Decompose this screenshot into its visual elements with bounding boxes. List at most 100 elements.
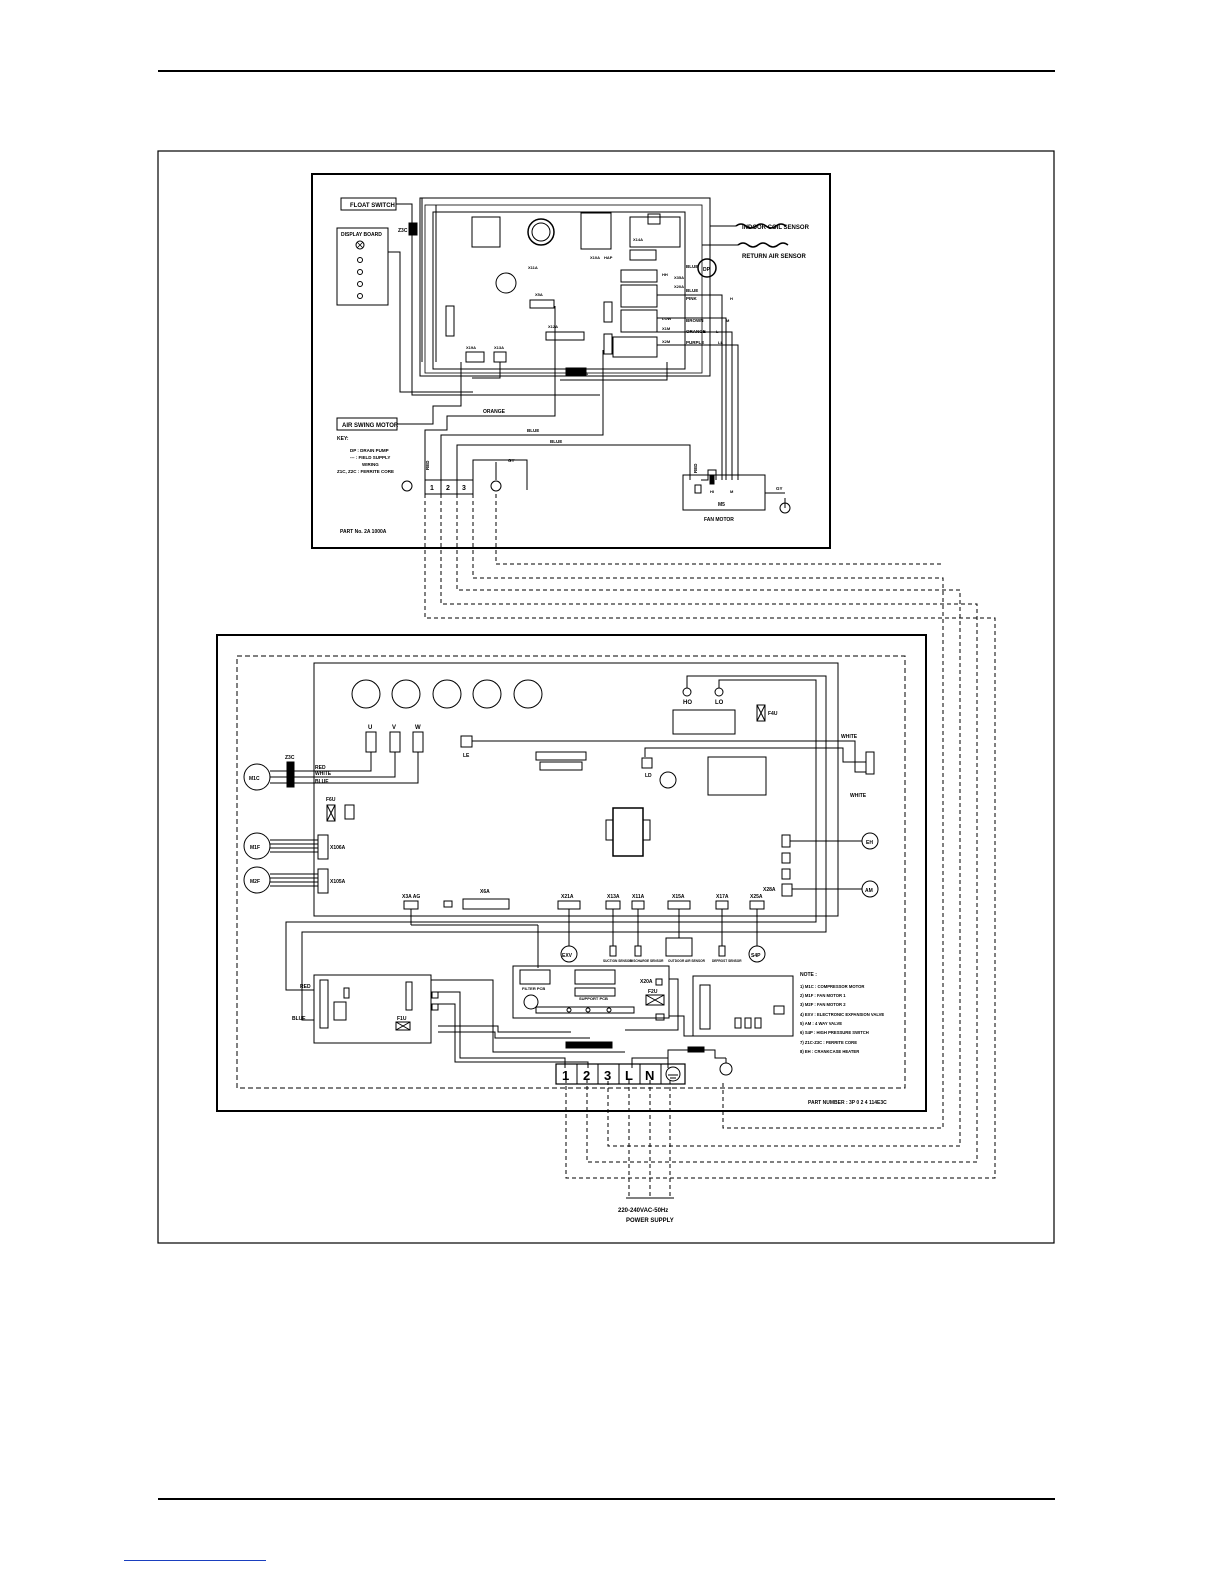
- outdoor-terminal-n: N: [645, 1068, 654, 1083]
- diagram-frame: [157, 150, 1055, 1244]
- wire-label-red-2: RED: [693, 463, 698, 473]
- header-rule: [158, 70, 1055, 72]
- conn-x15a: X15A: [672, 894, 685, 900]
- wire-label-gy-2: GY: [776, 486, 783, 491]
- note-5: 5) AM : 4 WAY VALVE: [800, 1021, 842, 1026]
- support-pcb: [512, 965, 670, 1019]
- wire-label-orange-2: ORANGE: [483, 409, 506, 415]
- label-v: V: [392, 725, 396, 731]
- pcb-label-x13a: X13A: [494, 345, 504, 350]
- outdoor-terminal-l: L: [625, 1068, 633, 1083]
- sub-label-outdoor-air: OUTDOOR AIR SENSOR: [668, 959, 706, 963]
- key-line-3: WIRING: [362, 462, 379, 467]
- sub-label-discharge: DISCHARGE SENSOR: [630, 959, 664, 963]
- note-4: 4) EXV : ELECTRONIC EXPANSION VALVE: [800, 1012, 884, 1017]
- speed-label-m-2: M: [730, 489, 734, 494]
- label-f2u: F2U: [648, 989, 658, 995]
- speed-label-ll: LL: [718, 340, 723, 345]
- pcb-label-x19a: X19A: [466, 345, 476, 350]
- speed-label-m: M: [726, 318, 730, 323]
- conn-x21a: X21A: [561, 894, 574, 900]
- pcb-label-x12a: X12A: [548, 324, 558, 329]
- label-eh: EH: [866, 840, 873, 846]
- speed-label-h: H: [730, 296, 733, 301]
- indoor-unit: [311, 173, 831, 549]
- indoor-terminal-1: 1: [430, 485, 434, 492]
- power-blue-label: BLUE: [292, 1016, 306, 1022]
- return-air-sensor: [737, 242, 789, 248]
- wire-white-2-label: WHITE: [841, 734, 858, 740]
- label-f1u: F1U: [397, 1016, 407, 1022]
- pcb-label-hap: HAP: [604, 255, 613, 260]
- label-le: LE: [463, 753, 470, 759]
- wire-red-label: RED: [315, 765, 326, 771]
- wire-label-pink: PINK: [686, 296, 698, 301]
- float-switch-label: FLOAT SWITCH: [350, 203, 395, 209]
- high-pressure-switch: [748, 945, 766, 963]
- outdoor-main-pcb: [313, 662, 839, 917]
- note-6: 6) S4P : HIGH PRESSURE SWITCH: [800, 1030, 869, 1035]
- indoor-coil-sensor: [735, 223, 787, 229]
- x20a-label: X20A: [640, 979, 653, 985]
- display-board-box: [336, 227, 389, 306]
- speed-label-hh: HH: [662, 272, 668, 277]
- wire-label-gy-1: GY: [508, 458, 515, 463]
- label-m2f: M2F: [250, 879, 260, 885]
- conn-x11a: X11A: [632, 894, 645, 900]
- indoor-part-number: PART No. 2A 1000A: [340, 529, 387, 535]
- footer-link-underline[interactable]: [124, 1560, 266, 1561]
- outdoor-terminal-block: [555, 1063, 686, 1085]
- key-title: KEY:: [337, 436, 349, 442]
- filter-pcb-label: FILTER PCB: [522, 986, 545, 991]
- key-line-2: --- : FIELD SUPPLY: [350, 455, 390, 460]
- conn-x13a: X13A: [607, 894, 620, 900]
- pcb-label-x10a: X10A: [590, 255, 600, 260]
- wire-label-purple: PURPLE: [686, 340, 704, 345]
- note-1: 1) M1C : COMPRESSOR MOTOR: [800, 984, 864, 989]
- label-u: U: [368, 725, 372, 731]
- label-f6u: F6U: [326, 797, 336, 803]
- wire-label-blue-2: BLUE: [686, 288, 698, 293]
- label-x106a: X106A: [330, 845, 346, 851]
- exv-coil: [560, 945, 578, 963]
- wire-label-red: RED: [425, 460, 430, 470]
- pcb-label-x2m: X2M: [662, 339, 671, 344]
- drain-pump: [697, 258, 717, 278]
- label-m1f: M1F: [250, 845, 260, 851]
- conn-x25a: X25A: [750, 894, 763, 900]
- pcb-label-x20a: X20A: [674, 284, 684, 289]
- notes-title: NOTE :: [800, 972, 817, 978]
- speed-label-low: LOW: [662, 316, 672, 321]
- label-lo: LO: [715, 700, 724, 706]
- indoor-labels: FLOAT SWITCH DISPLAY BOARD INDOOR COIL S…: [337, 203, 810, 535]
- indoor-terminal-3: 3: [462, 485, 466, 492]
- label-ld: LD: [645, 773, 652, 779]
- air-swing-motor-label: AIR SWING MOTOR: [342, 423, 399, 429]
- pcb-label-x11a: X11A: [528, 265, 538, 270]
- note-8: 8) EH : CRANKCASE HEATER: [800, 1049, 859, 1054]
- fan-motor-1: [243, 832, 271, 860]
- label-s4p: S4P: [751, 953, 761, 959]
- label-w: W: [415, 725, 421, 731]
- speed-label-l: L: [716, 329, 719, 334]
- label-x105a: X105A: [330, 879, 346, 885]
- field-wiring: [424, 494, 996, 1199]
- wire-label-blue-3: BLUE: [527, 428, 539, 433]
- conn-x6a: X6A: [480, 889, 490, 895]
- outdoor-terminal-3: 3: [604, 1068, 611, 1083]
- sub-label-suction: SUCTION SENSOR: [603, 959, 632, 963]
- drain-pump-label: DP: [703, 267, 711, 273]
- note-7: 7) Z1C-Z3C : FERRITE CORE: [800, 1040, 857, 1045]
- label-exv: EXV: [562, 953, 573, 959]
- key-line-4: Z1C, Z2C : FERRITE CORE: [337, 469, 394, 474]
- note-3: 3) M2F : FAN MOTOR 2: [800, 1002, 846, 1007]
- fan-motor-id: M5: [718, 502, 725, 508]
- power-supply-voltage: 220-240VAC-50Hz: [618, 1208, 668, 1214]
- outdoor-part-number: PART NUMBER : 3P 0 2 4 114E3C: [808, 1100, 887, 1106]
- wire-white-label: WHITE: [315, 771, 332, 777]
- power-red-label: RED: [300, 984, 311, 990]
- pcb-label-x27a: X27A: [578, 371, 588, 376]
- outdoor-sub-pcb: [692, 975, 794, 1037]
- note-2: 2) M1F : FAN MOTOR 1: [800, 993, 846, 998]
- conn-x28a: X28A: [763, 887, 776, 893]
